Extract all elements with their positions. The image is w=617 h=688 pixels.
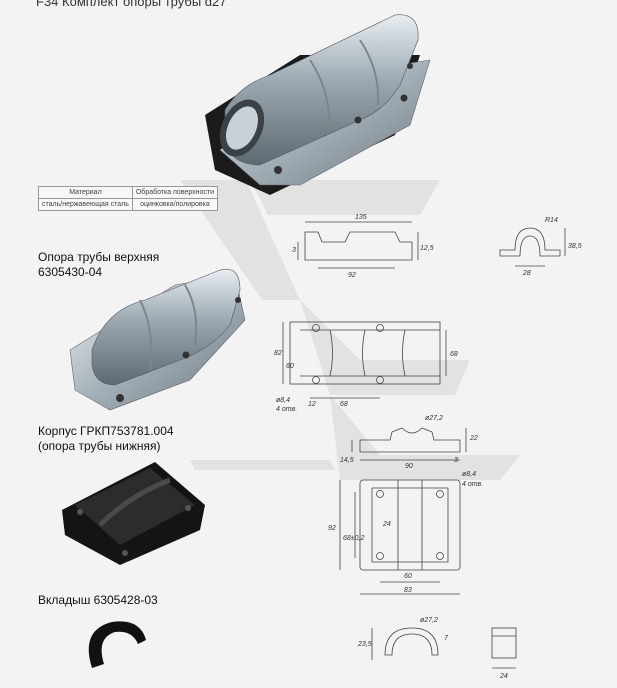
dim-upper-end-height: 38,5 — [568, 243, 582, 250]
dim-body-22: 22 — [469, 435, 478, 442]
part2-name: Корпус ГРКП753781.004 — [38, 424, 174, 438]
spec-table: Материал Обработка поверхности сталь/нер… — [38, 186, 219, 211]
dim-upper-height: 12,5 — [420, 245, 434, 252]
dim-body-length: 90 — [405, 463, 413, 470]
dim-upper-top-68b: 68 — [340, 401, 348, 408]
dim-body-holes-count: 4 отв. — [462, 481, 483, 488]
upper-side-view — [297, 221, 419, 269]
upper-end-view — [499, 227, 566, 267]
dim-upper-thickness: 3 — [292, 247, 296, 254]
dim-upper-base: 92 — [348, 272, 356, 279]
dim-body-68: 68±0,2 — [343, 535, 364, 542]
spec-header-surface: Обработка поверхности — [131, 186, 219, 199]
page-title: F34 Комплект опоры трубы d27 — [36, 0, 227, 9]
dim-insert-height: 23,5 — [357, 641, 372, 648]
upper-top-view — [282, 321, 447, 399]
spec-value-material: сталь/нержавеющая сталь — [38, 198, 133, 211]
spec-header-material: Материал — [38, 186, 133, 199]
body-side-view — [351, 427, 467, 461]
dim-insert-width: 24 — [499, 673, 508, 680]
spec-value-surface: оцинковка/полировка — [131, 198, 219, 211]
dim-body-83: 83 — [404, 587, 412, 594]
dim-insert-pipe: ø27,2 — [420, 617, 438, 624]
dim-upper-holes-count: 4 отв. — [276, 406, 297, 413]
dim-insert-7: 7 — [444, 635, 449, 642]
body-top-view — [339, 479, 461, 595]
dim-upper-top-82: 82 — [274, 350, 282, 357]
dim-body-thickness: 3 — [454, 457, 458, 464]
dim-upper-length: 135 — [355, 214, 367, 221]
dim-body-92: 92 — [328, 525, 336, 532]
part1-code: 6305430-04 — [38, 265, 103, 279]
dim-body-hole: ø8,4 — [462, 471, 476, 478]
dim-body-60: 60 — [404, 573, 412, 580]
part2-code: (опора трубы нижняя) — [38, 439, 161, 453]
dim-body-24: 24 — [382, 521, 391, 528]
dim-upper-radius: R14 — [545, 217, 558, 224]
dim-body-height: 14,5 — [340, 457, 354, 464]
dim-upper-hole: ø8,4 — [276, 397, 290, 404]
dim-upper-end-width: 28 — [522, 270, 531, 277]
insert-views — [371, 627, 517, 669]
dim-upper-top-60: 60 — [286, 363, 294, 370]
dim-upper-top-12: 12 — [308, 401, 316, 408]
part3-name: Вкладыш 6305428-03 — [38, 593, 158, 607]
dim-body-pipe: ø27,2 — [425, 415, 443, 422]
part1-name: Опора трубы верхняя — [38, 250, 160, 264]
dim-upper-top-68: 68 — [450, 351, 458, 358]
